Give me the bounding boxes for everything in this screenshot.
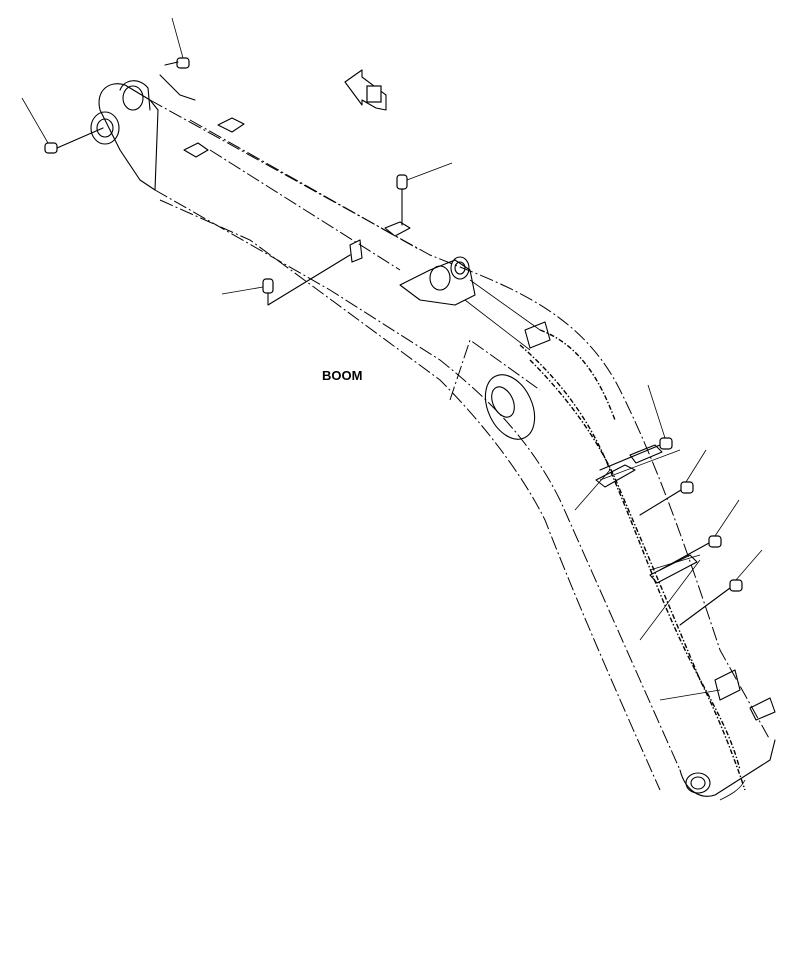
grease-fitting-top — [164, 17, 190, 69]
cylinder-bracket — [399, 256, 541, 401]
grease-fitting-right-2 — [639, 449, 707, 516]
grease-fitting-mid — [384, 162, 453, 237]
grease-fitting-left — [21, 97, 104, 154]
grease-fitting-right-1 — [599, 384, 673, 471]
grease-fitting-side — [221, 239, 363, 306]
grease-fitting-right-4 — [679, 549, 763, 626]
boom-plate-disc — [484, 374, 536, 440]
clamp-group — [183, 117, 776, 721]
front-direction-arrow-icon — [344, 69, 387, 111]
hose-routing — [519, 329, 746, 801]
boom-label: BOOM — [322, 368, 362, 383]
boom-outline — [90, 74, 776, 797]
